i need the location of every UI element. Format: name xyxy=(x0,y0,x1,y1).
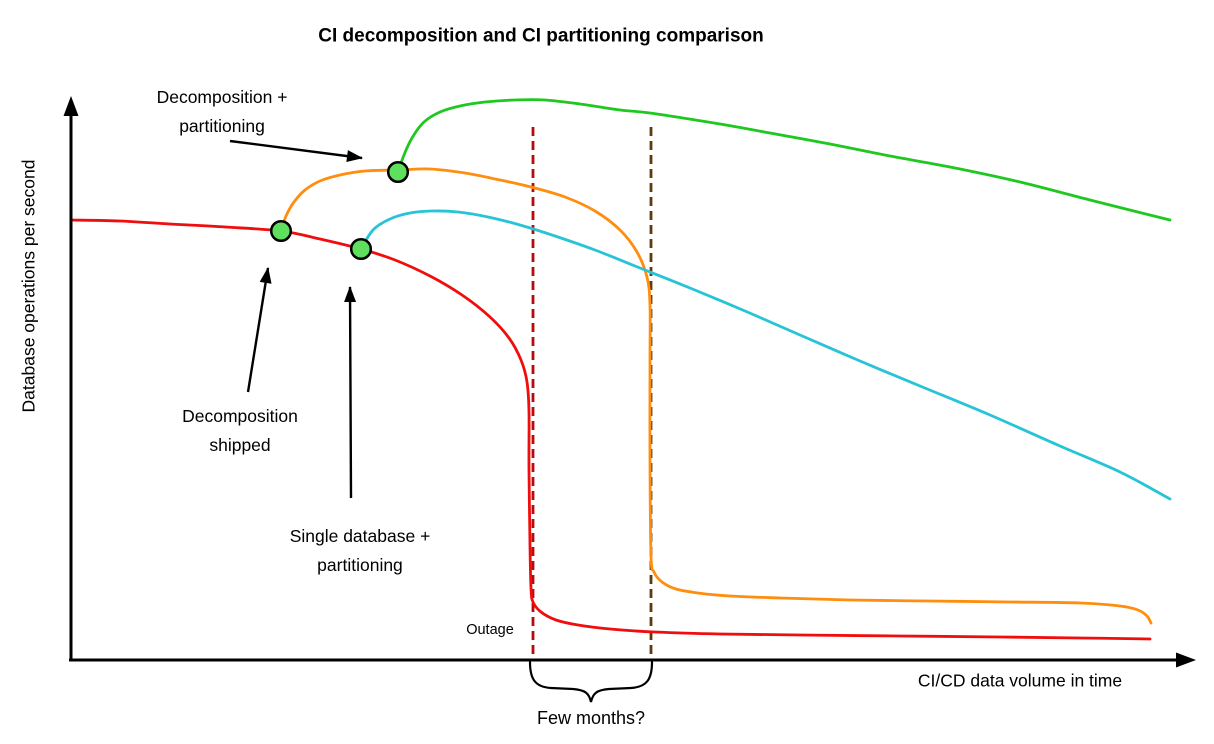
y-axis-label: Database operations per second xyxy=(18,159,39,413)
arrow-decomposition-shipped-icon xyxy=(246,267,272,393)
arrow-decomposition-partitioning-icon xyxy=(229,139,363,163)
few-months-brace-icon xyxy=(528,660,654,703)
orange-curve xyxy=(279,167,1153,625)
green-curve xyxy=(396,98,1172,222)
chart-title: CI decomposition and CI partitioning com… xyxy=(318,25,764,47)
branch-marker-2 xyxy=(386,160,410,184)
dashed-vlines-group xyxy=(531,127,653,659)
annotation-line: partitioning xyxy=(179,116,265,136)
annotation-decomposition-partitioning: Decomposition + partitioning xyxy=(157,83,288,141)
x-axis-label: CI/CD data volume in time xyxy=(917,670,1123,691)
arrow-single-database-partitioning-icon xyxy=(344,286,357,499)
annotation-line: partitioning xyxy=(317,555,403,575)
annotation-decomposition-shipped: Decomposition shipped xyxy=(182,402,298,460)
curves-group xyxy=(69,98,1172,641)
outage-label: Outage xyxy=(466,622,514,639)
cyan-curve xyxy=(359,209,1172,501)
annotation-single-database-partitioning: Single database + partitioning xyxy=(290,522,431,580)
annotation-line: Decomposition + xyxy=(156,87,288,107)
y-axis-arrow-icon xyxy=(63,96,79,116)
annotation-line: Decomposition xyxy=(182,406,298,426)
few-months-label: Few months? xyxy=(536,708,646,729)
branch-marker-1 xyxy=(349,237,373,261)
annotation-line: Single database + xyxy=(289,526,431,546)
branch-markers-group xyxy=(269,160,410,261)
x-axis-arrow-icon xyxy=(1176,652,1196,668)
red-curve xyxy=(69,218,1152,641)
branch-marker-0 xyxy=(269,219,293,243)
annotation-line: shipped xyxy=(209,435,271,455)
